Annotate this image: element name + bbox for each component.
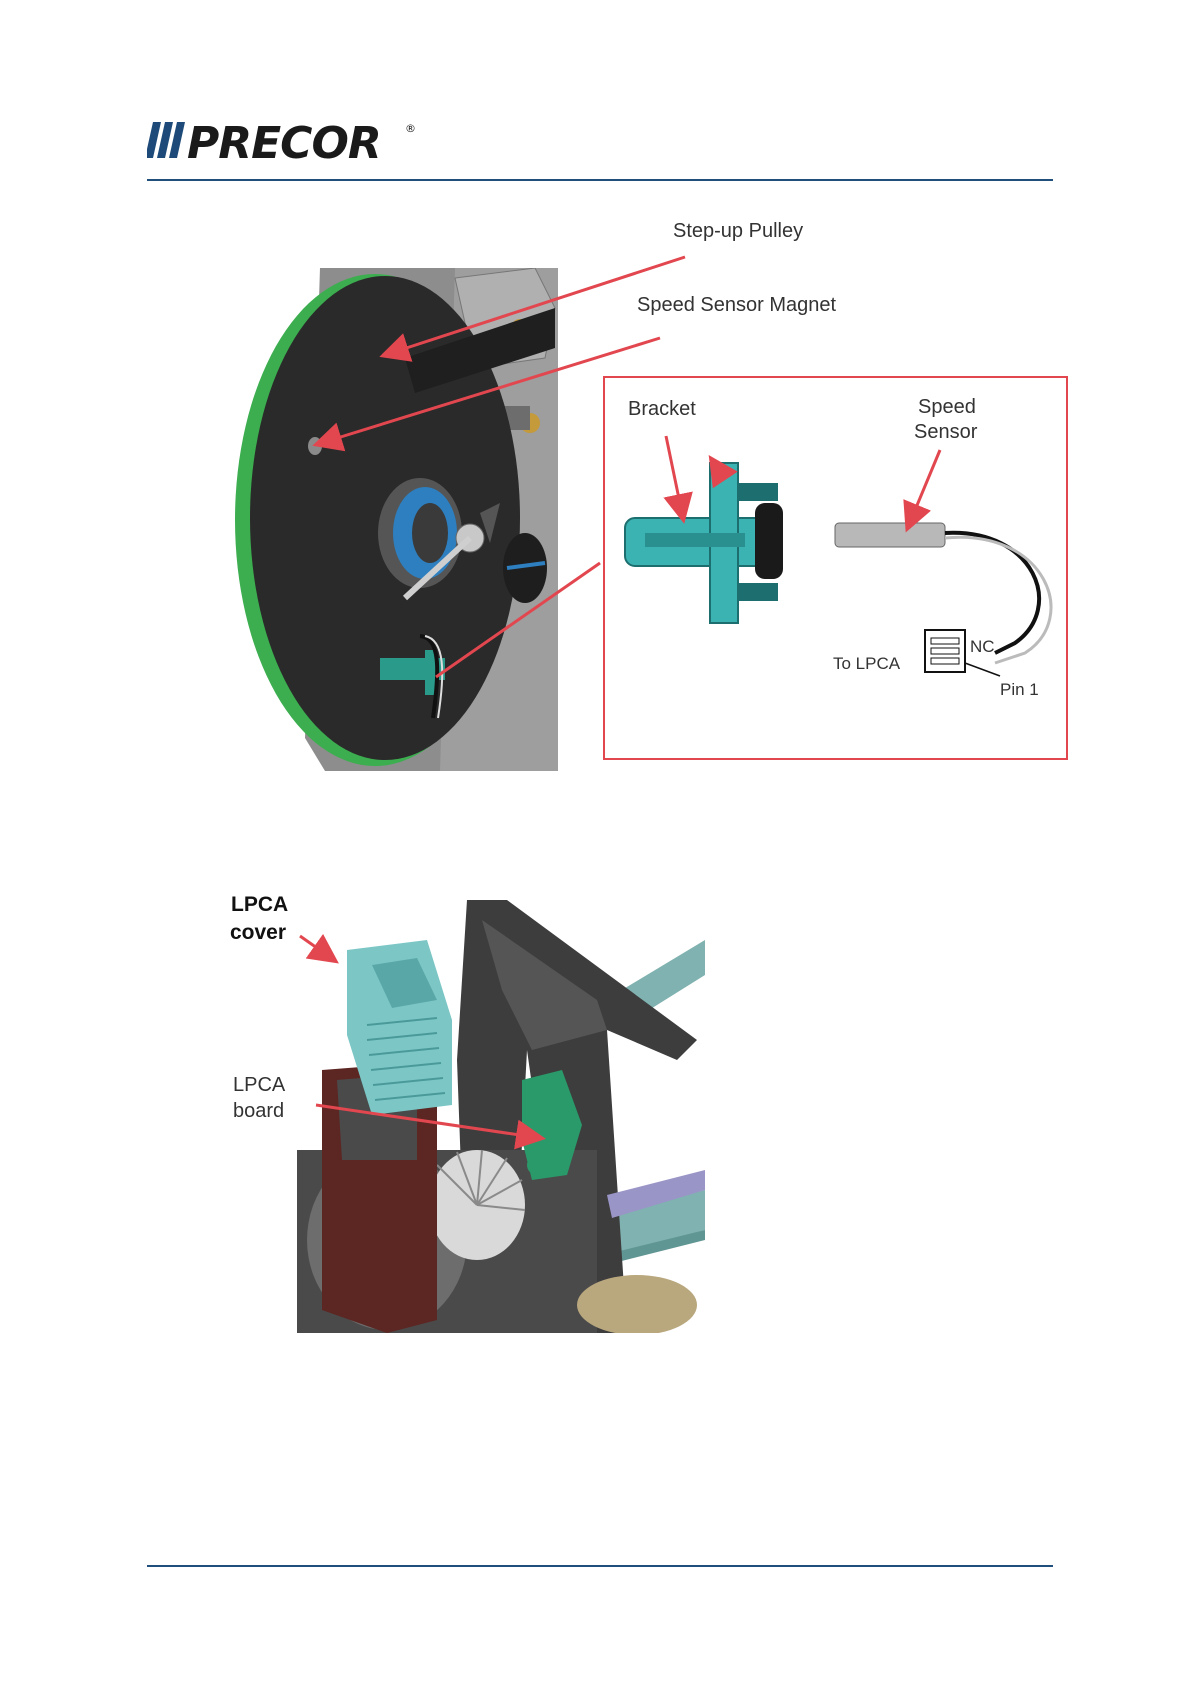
label-lpca-board-line2: board (233, 1100, 284, 1123)
logo-wordmark: PRECOR (187, 118, 381, 168)
label-speed-sensor-line1: Speed (918, 396, 976, 419)
label-to-lpca: To LPCA (833, 654, 900, 674)
label-lpca-cover-line1: LPCA (231, 893, 288, 917)
registered-mark: ® (405, 122, 416, 135)
step-up-pulley-illustration (225, 268, 558, 771)
label-lpca-board-line1: LPCA (233, 1074, 285, 1097)
precor-logo: PRECOR ® (147, 112, 417, 168)
label-speed-sensor-line2: Sensor (914, 421, 977, 444)
label-lpca-cover-line2: cover (230, 921, 286, 945)
label-speed-sensor-magnet: Speed Sensor Magnet (637, 294, 836, 317)
label-nc: NC (970, 637, 995, 657)
label-step-up-pulley: Step-up Pulley (673, 220, 803, 243)
header-rule (147, 179, 1053, 181)
speed-sensor-inset-drawing (605, 378, 1066, 758)
footer-rule (147, 1565, 1053, 1567)
lpca-illustration (297, 900, 705, 1333)
speed-sensor-inset (603, 376, 1068, 760)
label-bracket: Bracket (628, 398, 696, 421)
label-pin1: Pin 1 (1000, 680, 1039, 700)
